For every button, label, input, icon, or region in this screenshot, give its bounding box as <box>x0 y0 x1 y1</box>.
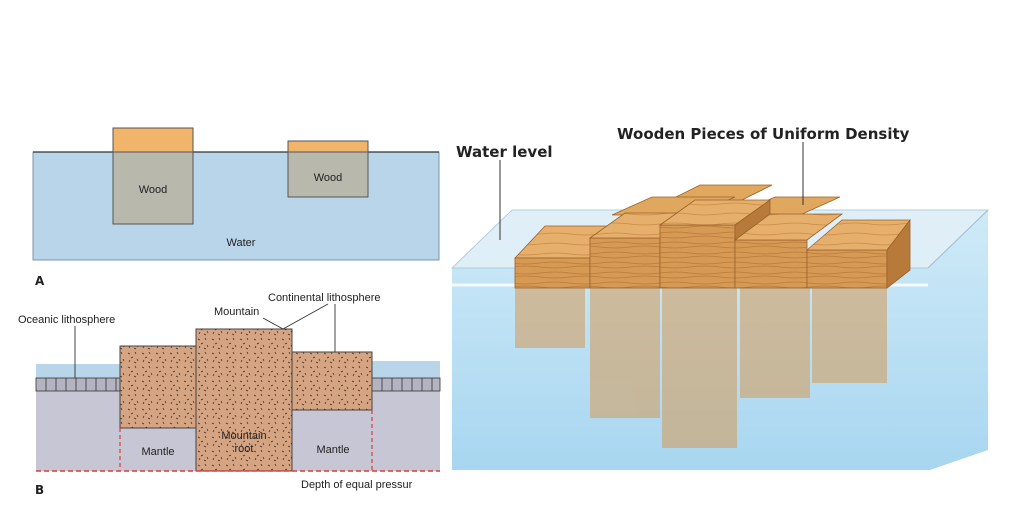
wood-block-right <box>287 140 369 198</box>
oceanic-lithosphere-label: Oceanic lithosphere <box>18 314 115 326</box>
continental-block-left <box>119 345 197 429</box>
ocean-water-right <box>372 361 440 378</box>
mantle-right-label: Mantle <box>316 444 349 456</box>
submerged-wood <box>515 288 887 448</box>
oceanic-lithosphere-right <box>371 377 441 392</box>
wooden-pieces <box>514 184 911 289</box>
water-body <box>32 151 440 261</box>
mountain-block <box>195 328 293 472</box>
mountain-label: Mountain <box>214 306 259 318</box>
wood-right-label: Wood <box>314 172 343 184</box>
mountain-root-label: Mountain root <box>221 430 267 455</box>
water-level-label: Water level <box>456 143 553 161</box>
mantle-left-label: Mantle <box>141 446 174 458</box>
depth-of-equal-pressure-label: Depth of equal pressur <box>301 479 413 491</box>
panel-c: Water level Wooden Pieces of Uniform Den… <box>450 125 990 470</box>
wood-left-label: Wood <box>139 184 168 196</box>
panel-a-letter: A <box>35 274 45 288</box>
continental-lithosphere-label: Continental lithosphere <box>268 292 381 304</box>
water-label: Water <box>227 237 256 249</box>
ocean-water-left <box>36 364 120 378</box>
continental-block-right <box>291 351 373 411</box>
panel-b-letter: B <box>35 483 44 497</box>
oceanic-lithosphere-left <box>35 377 121 392</box>
wood-block-left <box>112 127 194 225</box>
panel-a: Wood Wood Water A <box>32 127 440 288</box>
wooden-pieces-label: Wooden Pieces of Uniform Density <box>617 125 910 143</box>
panel-b: Oceanic lithosphere Mountain Continental… <box>18 292 441 497</box>
